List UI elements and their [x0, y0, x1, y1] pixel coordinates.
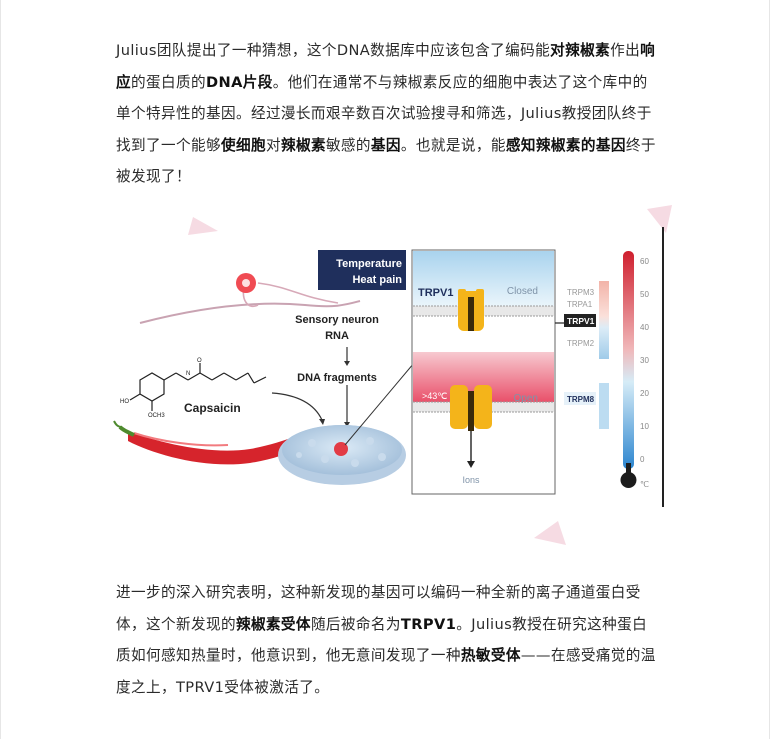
- scale-tick-label: 50: [640, 290, 649, 299]
- scale-tick-label: 0: [640, 455, 645, 464]
- text-run: 进一步的深入研究表明，这种新发现的基因可以编码一种全新的离子通道蛋白受体，这个新…: [116, 584, 641, 633]
- article-paragraph-1: Julius团队提出了一种猜想，这个DNA数据库中应该包含了编码能对辣椒素作出响…: [116, 35, 658, 193]
- text-run: 作出: [610, 42, 641, 59]
- text-run: 敏感的: [325, 136, 371, 154]
- decor-triangle: [188, 217, 218, 235]
- decor-triangle: [647, 205, 672, 233]
- closed-channel-icon: [458, 289, 484, 331]
- chili-pepper-icon: [113, 420, 338, 465]
- temperature-threshold-label: >43℃: [422, 391, 447, 401]
- text-run: 。他们在通常不与辣椒素反应的细胞中表达了这个库中的单个特异性的基因。经过漫长而艰…: [116, 73, 652, 154]
- scale-tick-label: 60: [640, 257, 649, 266]
- bold-text: 响应: [116, 42, 656, 91]
- molecule-atom-label: N: [186, 371, 190, 377]
- bold-text: 感知辣椒素的基因: [505, 136, 626, 154]
- thermometer-icon: [620, 251, 637, 488]
- text-run: 。Julius教授在研究这种蛋白质如何感知热量时，他意识到，他无意间发现了一种: [116, 615, 648, 665]
- figure-illustration: N O HO OCH3 Capsaicin Temperature Heat p…: [113, 205, 672, 545]
- temperature-box: [318, 250, 406, 290]
- scale-ticks: 60 50 40 30 20 10 0 ℃: [640, 257, 649, 489]
- capsaicin-label: Capsaicin: [184, 401, 241, 415]
- page-border-left: [0, 0, 1, 739]
- trpv1-discovery-figure: N O HO OCH3 Capsaicin Temperature Heat p…: [100, 205, 675, 545]
- receptor-label-trpm2: TRPM2: [567, 339, 595, 348]
- scale-tick-label: 30: [640, 356, 649, 365]
- zoom-line: [344, 362, 415, 446]
- closed-state-label: Closed: [507, 286, 538, 297]
- temperature-label: Temperature: [336, 258, 402, 270]
- figure-rule: [662, 227, 664, 507]
- decor-triangle: [534, 521, 566, 545]
- text-run: 。也就是说，能: [400, 136, 506, 154]
- open-channel-icon: [450, 385, 492, 431]
- arrow-head: [319, 419, 325, 425]
- text-run: 的蛋白质的: [131, 73, 206, 91]
- text-run: 终于被发现了！: [116, 136, 656, 186]
- arrow-head: [344, 422, 350, 427]
- bold-text: DNA片段: [205, 73, 273, 91]
- capsaicin-molecule-icon: [129, 363, 267, 411]
- trpv1-channel-label: TRPV1: [418, 287, 453, 299]
- molecule-atom-label: OCH3: [148, 413, 165, 419]
- scale-unit-label: ℃: [640, 480, 649, 489]
- scale-tick-label: 40: [640, 323, 649, 332]
- open-state-label: Open: [514, 393, 538, 404]
- scale-tick-label: 10: [640, 422, 649, 431]
- heat-pain-label: Heat pain: [352, 274, 402, 286]
- bold-text: 辣椒素: [280, 136, 326, 154]
- bold-text: 使细胞: [220, 136, 266, 154]
- bold-text: 辣椒素受体: [235, 615, 311, 633]
- molecule-atom-label: HO: [120, 399, 129, 405]
- receptor-label-trpv1: TRPV1: [567, 316, 595, 326]
- text-run: 随后被命名为: [310, 615, 401, 633]
- sensory-neuron-icon: [139, 273, 361, 324]
- trpm8-tag-background: [564, 392, 596, 405]
- arrow-line: [271, 392, 323, 421]
- article-paragraph-2: 进一步的深入研究表明，这种新发现的基因可以编码一种全新的离子通道蛋白受体，这个新…: [116, 577, 658, 703]
- receptor-label-trpm3: TRPM3: [567, 288, 595, 297]
- text-run: Julius团队提出了一种猜想，这个DNA数据库中应该包含了编码能: [116, 42, 551, 59]
- cold-range-bar: [599, 383, 609, 429]
- petri-dish-icon: [278, 425, 406, 485]
- bold-text: TRPV1: [400, 615, 457, 633]
- ions-label: Ions: [462, 475, 480, 485]
- bold-text: 对辣椒素: [550, 42, 611, 59]
- ion-flow-arrowhead: [467, 461, 475, 468]
- molecule-atom-label: O: [197, 358, 202, 364]
- scale-tick-label: 20: [640, 389, 649, 398]
- trpv1-tag-background: [564, 314, 596, 327]
- heat-range-bar: [599, 281, 609, 359]
- receptor-label-trpm8: TRPM8: [567, 395, 595, 404]
- arrow-head: [344, 361, 350, 366]
- rna-label: RNA: [325, 330, 349, 342]
- bold-text: 基因: [370, 136, 401, 154]
- sensory-neuron-label: Sensory neuron: [295, 314, 379, 326]
- text-run: ——在感受痛觉的温度之上，TPRV1受体被激活了。: [116, 647, 656, 696]
- text-run: 对: [265, 136, 281, 154]
- bold-text: 热敏受体: [460, 647, 521, 664]
- dna-fragments-label: DNA fragments: [297, 372, 377, 384]
- receptor-label-trpa1: TRPA1: [567, 300, 593, 309]
